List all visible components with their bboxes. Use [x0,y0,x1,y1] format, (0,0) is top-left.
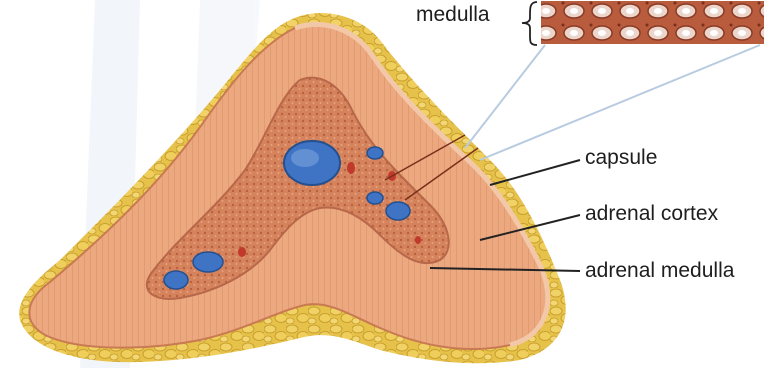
inset-callout-line [480,45,760,160]
vessel-blue [193,252,223,272]
adrenal-medulla-label: adrenal medulla [585,260,734,281]
vessel-blue [164,271,188,289]
medulla-inset-panel [540,0,765,45]
medulla-inset-brace [522,2,537,45]
vessel-red [415,236,421,244]
medulla-inset-label: medulla [416,4,490,25]
vessel-blue [367,147,383,159]
vessel-red [347,162,355,174]
capsule-label: capsule [585,147,657,168]
inset-callout-line [465,45,545,148]
vessel-blue-large [284,141,340,185]
vessel-blue [386,202,410,220]
adrenal-cortex-label: adrenal cortex [585,203,718,224]
capsule-leader-line [490,160,580,185]
vessel-red [238,247,246,257]
vessel-blue [367,192,383,204]
